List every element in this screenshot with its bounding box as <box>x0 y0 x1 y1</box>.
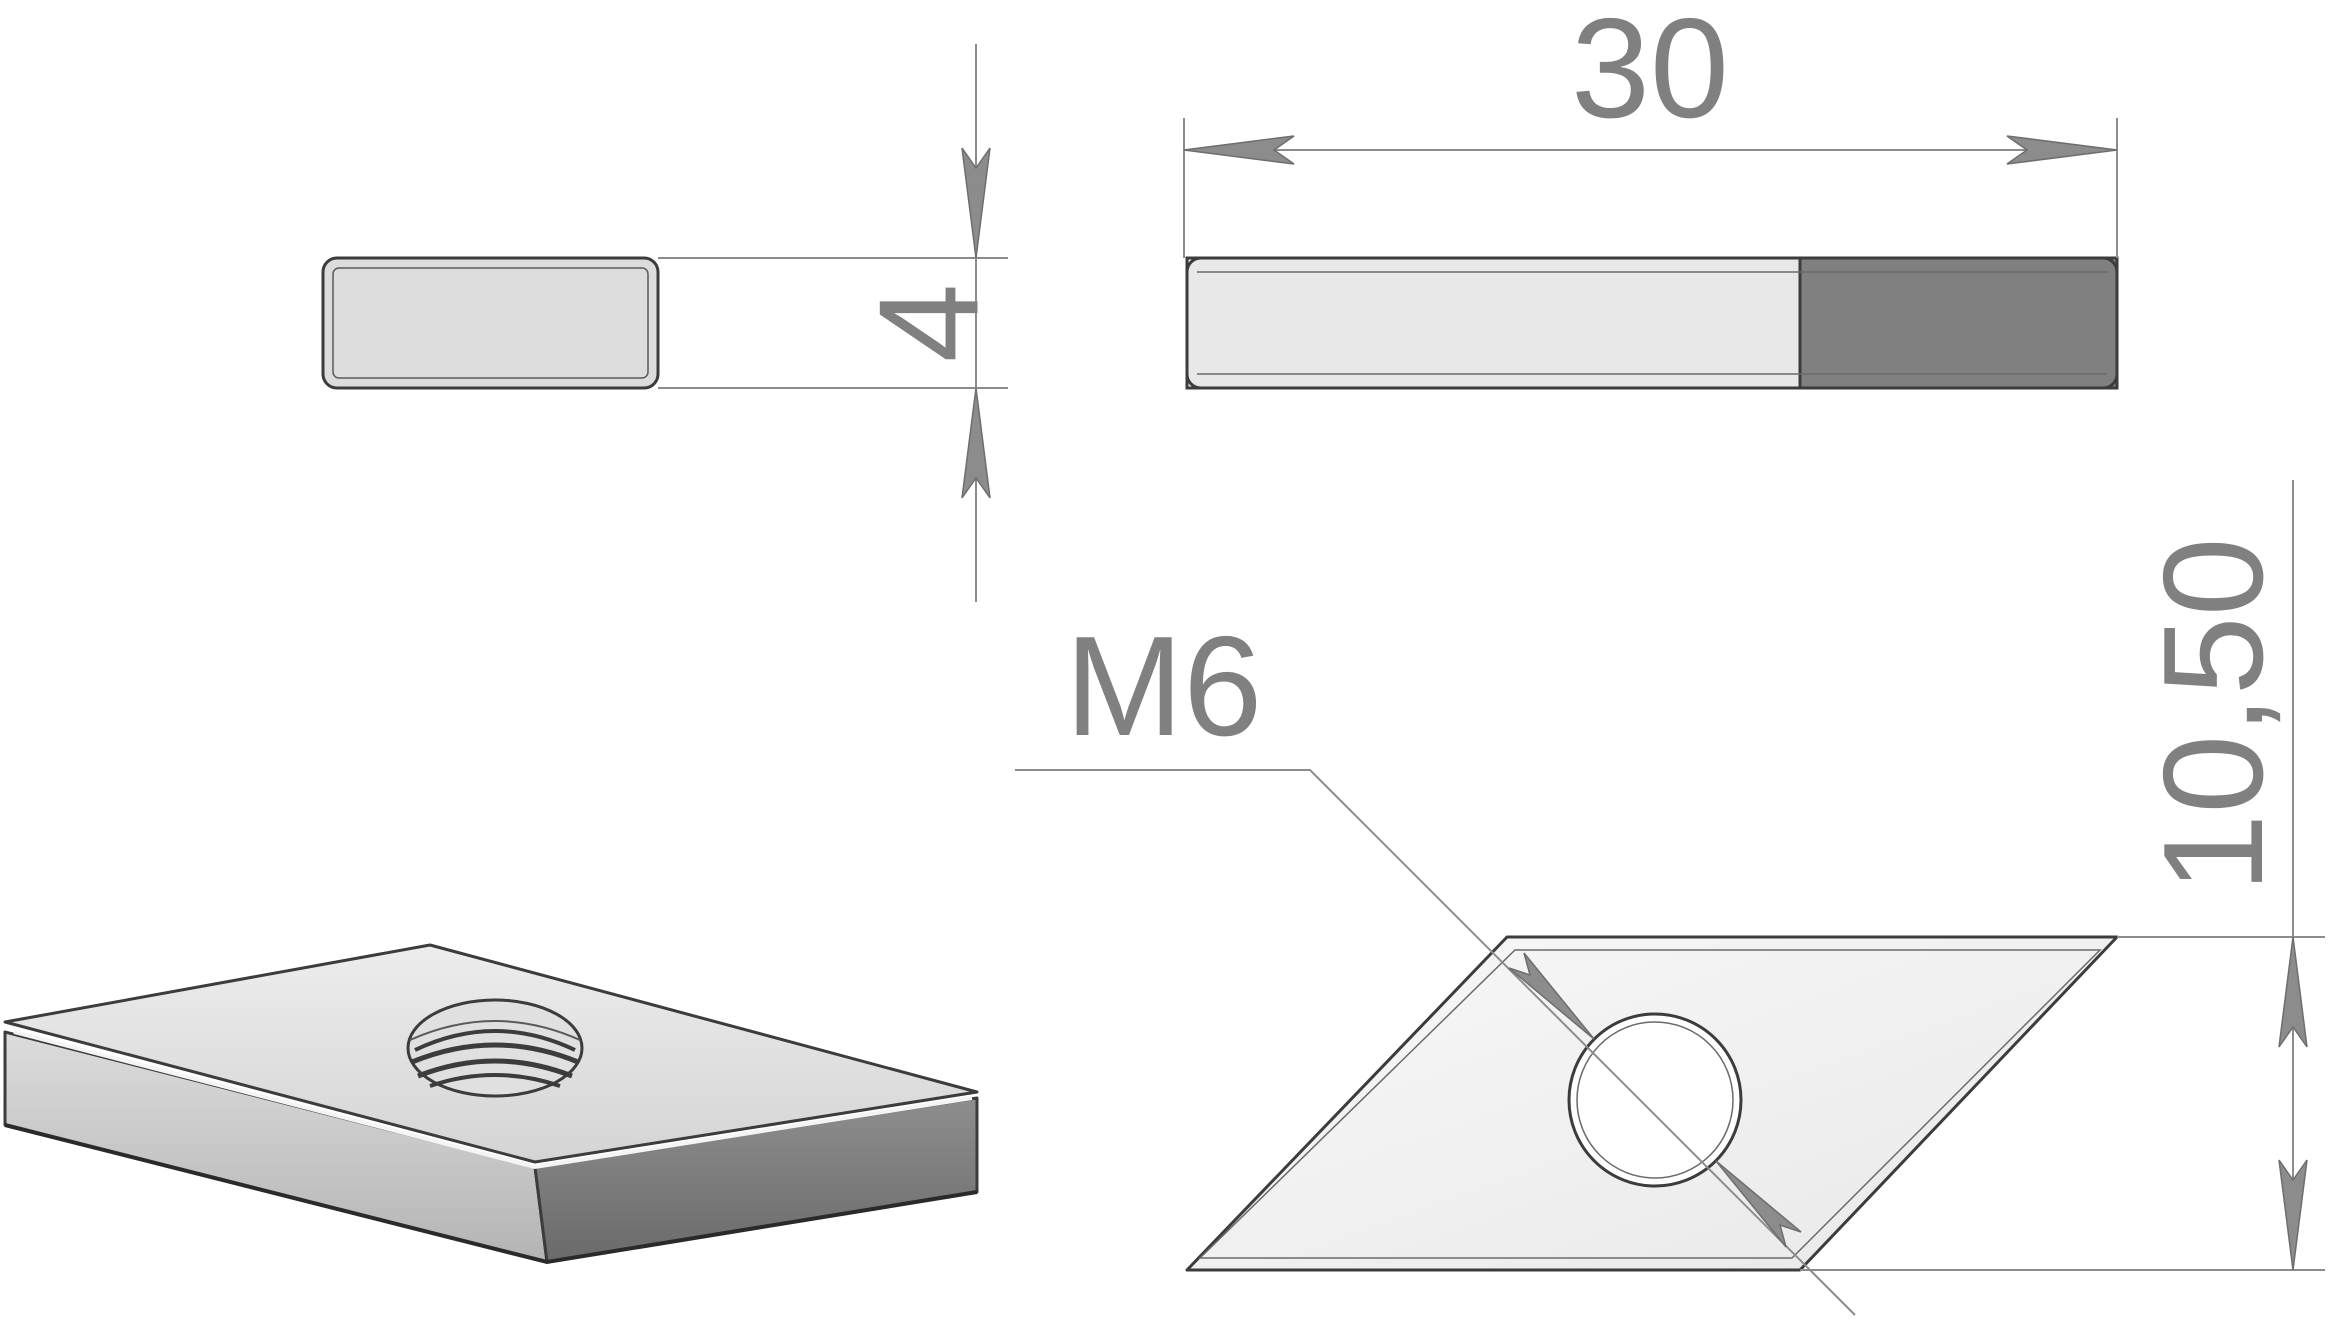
arrow-down-width-icon <box>2278 1159 2308 1271</box>
top-view <box>1185 935 2119 1272</box>
arrow-up-width-icon <box>2278 936 2308 1048</box>
iso-threaded-hole <box>406 998 584 1098</box>
end-view-chamfer <box>332 267 649 379</box>
arrow-right-icon <box>2006 135 2118 165</box>
width-label: 10,50 <box>2134 537 2293 892</box>
arrow-diagonal-in-icon <box>1508 952 1595 1040</box>
arrow-left-icon <box>1183 135 1295 165</box>
end-view-face <box>321 256 660 390</box>
isometric-view <box>3 943 979 1265</box>
top-view-hole-thread <box>1576 1021 1734 1179</box>
arrow-up-icon <box>961 387 991 499</box>
side-view <box>1185 256 2119 390</box>
thread-callout: M6 <box>1015 607 1856 1316</box>
iso-chamfer-edge <box>13 1030 973 1170</box>
side-view-outline <box>1185 256 2119 390</box>
end-view <box>321 256 660 390</box>
side-view-dark-face <box>1798 256 2119 390</box>
length-label: 30 <box>1571 0 1729 148</box>
width-dimension: 10,50 <box>1800 480 2325 1271</box>
thickness-dimension: 4 <box>658 44 1009 602</box>
arrow-down-icon <box>961 147 991 259</box>
top-view-hole <box>1567 1012 1743 1188</box>
thickness-label: 4 <box>850 284 1009 363</box>
thread-leader-line <box>1015 769 1856 1316</box>
length-dimension: 30 <box>1183 0 2118 258</box>
side-view-light-face <box>1185 256 1802 390</box>
arrow-diagonal-out-icon <box>1715 1160 1802 1248</box>
top-view-chamfer-outline <box>1198 949 2102 1259</box>
thread-label: M6 <box>1065 607 1262 766</box>
iso-bottom-edge <box>4 1123 978 1265</box>
